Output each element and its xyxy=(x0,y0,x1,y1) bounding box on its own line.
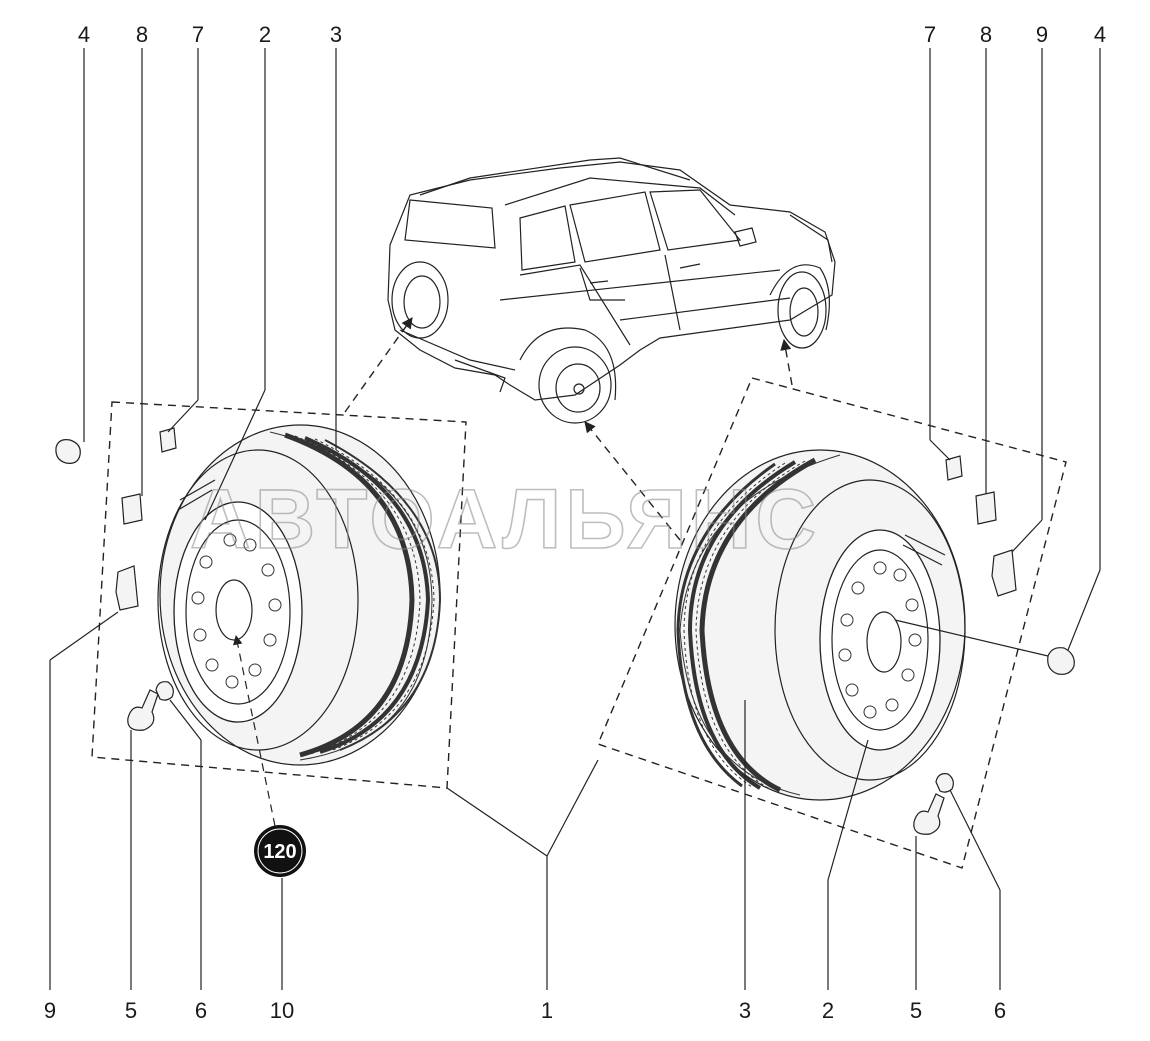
valve-cap-6-left xyxy=(155,681,174,701)
valve-cap-left xyxy=(55,439,81,464)
callout-top-right-8: 8 xyxy=(980,22,992,47)
suv-illustration xyxy=(387,157,836,424)
callout-bottom-right-2: 2 xyxy=(822,998,834,1023)
right-small-parts xyxy=(913,455,1075,835)
callout-top-left-8: 8 xyxy=(136,22,148,47)
badge-text: 120 xyxy=(263,841,296,863)
arrow-to-front-wheel xyxy=(780,338,793,386)
balance-weight-9-right xyxy=(991,549,1017,597)
callout-bottom-left-6: 6 xyxy=(195,998,207,1023)
callout-bottom-center-1: 1 xyxy=(541,998,553,1023)
callout-top-right-7: 7 xyxy=(924,22,936,47)
valve-5-right xyxy=(913,793,945,835)
leader-lines xyxy=(49,48,1101,990)
callout-bottom-left-10: 10 xyxy=(270,998,294,1023)
callout-top-right-9: 9 xyxy=(1036,22,1048,47)
callout-top-left-4: 4 xyxy=(78,22,90,47)
callout-top-left-3: 3 xyxy=(330,22,342,47)
arrow-to-spare-wheel xyxy=(344,317,413,413)
balance-weight-7-right xyxy=(945,455,963,481)
callout-bottom-right-3: 3 xyxy=(739,998,751,1023)
left-wheel-assembly xyxy=(157,424,442,766)
callout-top-left-7: 7 xyxy=(192,22,204,47)
callout-top-right-4: 4 xyxy=(1094,22,1106,47)
left-small-parts xyxy=(55,427,177,731)
valve-5-left xyxy=(127,689,159,731)
tightening-torque-badge: 120 xyxy=(254,825,306,877)
callout-numbers: 4 8 7 2 3 7 8 9 4 9 5 6 10 1 3 2 5 6 xyxy=(44,22,1106,1023)
callout-bottom-left-9: 9 xyxy=(44,998,56,1023)
callout-top-left-2: 2 xyxy=(259,22,271,47)
balance-weight-8-right xyxy=(975,491,997,525)
callout-bottom-right-5: 5 xyxy=(910,998,922,1023)
valve-cap-right xyxy=(1047,647,1075,675)
right-wheel-assembly xyxy=(674,449,966,801)
balance-weight-9-left xyxy=(115,565,139,611)
callout-bottom-left-5: 5 xyxy=(125,998,137,1023)
balance-weight-8-left xyxy=(121,493,143,525)
watermark: АВТОАЛЬЯНС xyxy=(190,472,820,566)
callout-bottom-right-6: 6 xyxy=(994,998,1006,1023)
balance-weight-7-left xyxy=(159,427,177,453)
right-kit-boundary xyxy=(597,377,1067,869)
valve-cap-6-right xyxy=(935,773,954,793)
arrow-to-rear-wheel xyxy=(584,421,681,541)
